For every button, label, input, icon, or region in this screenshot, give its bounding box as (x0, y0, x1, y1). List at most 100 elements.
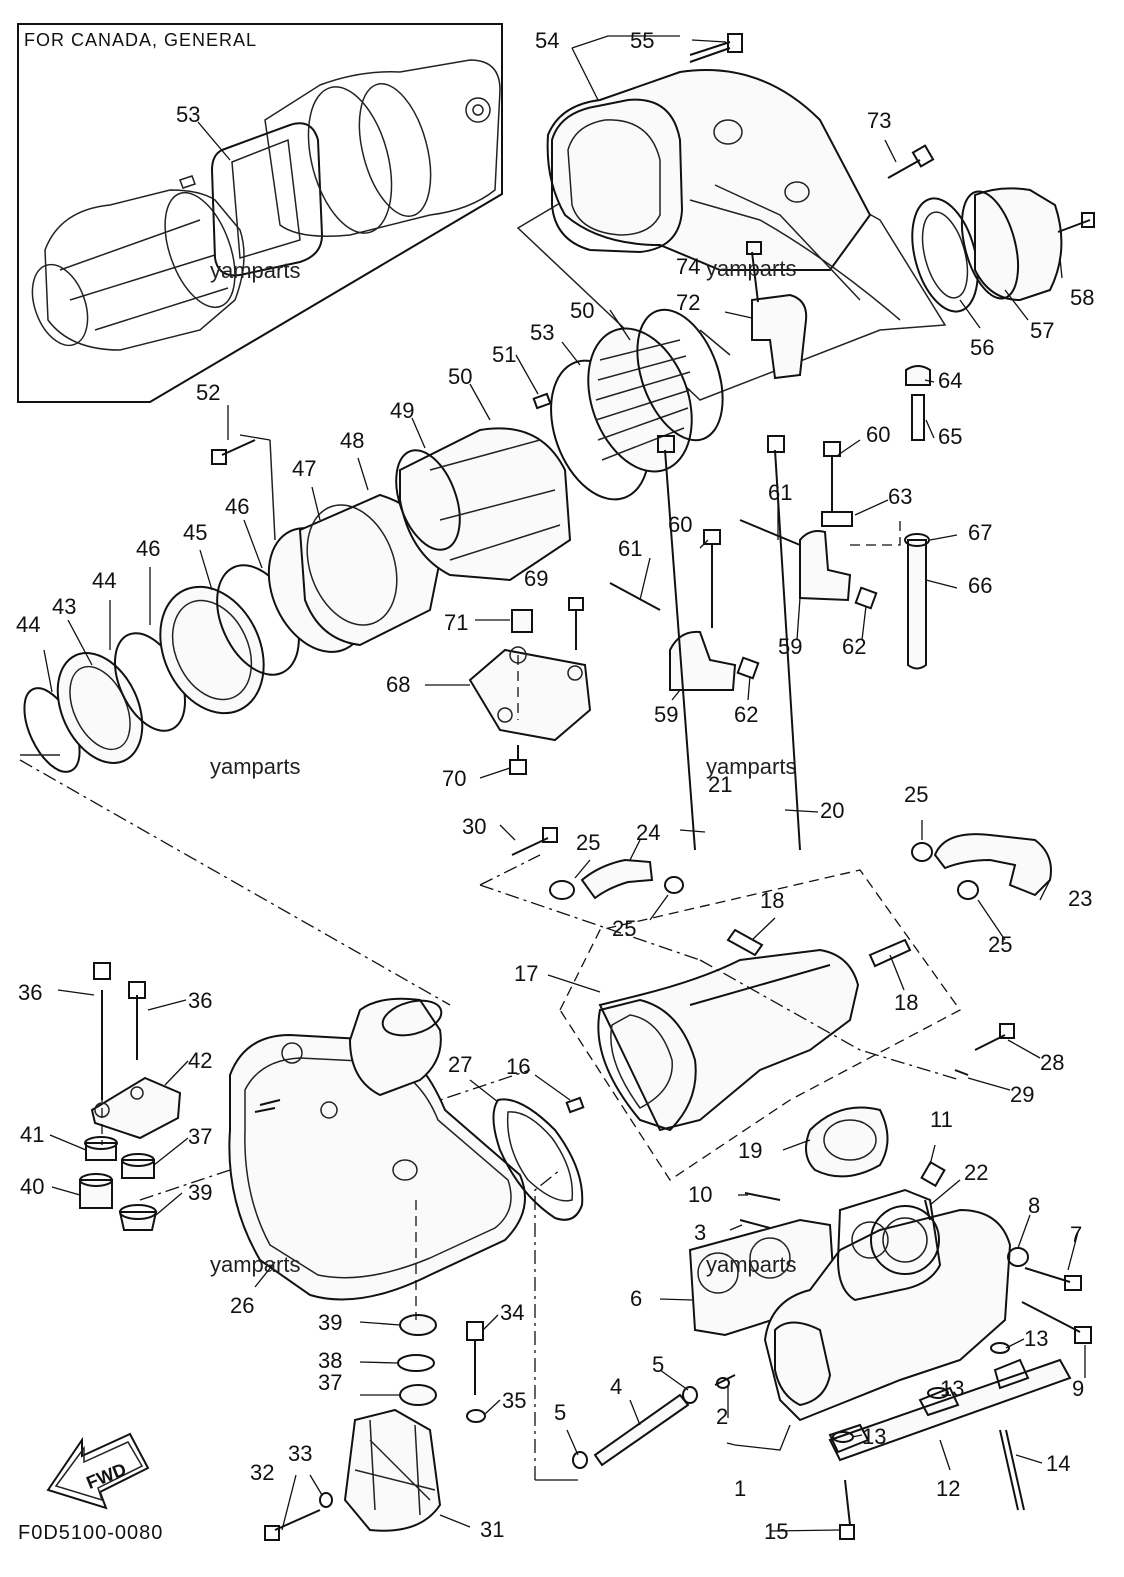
part-number-label: 58 (1070, 285, 1094, 310)
part-number-label: 33 (288, 1441, 312, 1466)
part-number-label: 28 (1040, 1050, 1064, 1075)
part-number-label: 74 (676, 254, 700, 279)
part-number-label: 45 (183, 520, 207, 545)
part-number-label: 16 (506, 1054, 530, 1079)
part-number-label: 43 (52, 594, 76, 619)
part-number-label: 39 (318, 1310, 342, 1335)
part-number-label: 42 (188, 1048, 212, 1073)
part-number-label: 69 (524, 566, 548, 591)
part-number-label: 17 (514, 961, 538, 986)
part-number-label: 72 (676, 290, 700, 315)
part-number-label: 70 (442, 766, 466, 791)
part-number-label: 32 (250, 1460, 274, 1485)
part-number-label: 29 (1010, 1082, 1034, 1107)
part-number-label: 9 (1072, 1376, 1084, 1401)
part-number-label: 61 (768, 480, 792, 505)
part-number-label: 2 (716, 1404, 728, 1429)
part-number-label: 46 (136, 536, 160, 561)
part-number-label: 53 (176, 102, 200, 127)
part-number-label: 39 (188, 1180, 212, 1205)
part-number-label: 7 (1070, 1222, 1082, 1247)
part-number-label: 5 (652, 1352, 664, 1377)
part-number-label: 13 (1024, 1326, 1048, 1351)
part-number-label: 10 (688, 1182, 712, 1207)
part-number-label: 26 (230, 1293, 254, 1318)
part-number-label: 67 (968, 520, 992, 545)
part-number-label: 35 (502, 1388, 526, 1413)
part-number-label: 25 (612, 916, 636, 941)
part-number-label: 56 (970, 335, 994, 360)
part-number-label: 55 (630, 28, 654, 53)
part-number-label: 22 (964, 1160, 988, 1185)
part-number-label: 25 (904, 782, 928, 807)
part-number-label: 59 (778, 634, 802, 659)
part-number-label: 66 (968, 573, 992, 598)
part-number-label: 13 (862, 1424, 886, 1449)
part-number-label: 44 (16, 612, 40, 637)
watermark: yamparts (210, 1252, 301, 1277)
cylinder-exhaust-assembly (535, 1144, 1092, 1540)
part-number-label: 64 (938, 368, 962, 393)
part-number-label: 41 (20, 1122, 44, 1147)
part-number-label: 6 (630, 1286, 642, 1311)
part-number-label: 8 (1028, 1193, 1040, 1218)
part-number-label: 54 (535, 28, 559, 53)
water-lock-assembly (19, 759, 584, 1301)
part-number-label: 14 (1046, 1451, 1070, 1476)
watermark: yamparts (210, 754, 301, 779)
part-number-label: 30 (462, 814, 486, 839)
part-number-label: 49 (390, 398, 414, 423)
part-number-label: 51 (492, 342, 516, 367)
part-number-label: 57 (1030, 318, 1054, 343)
part-number-label: 5 (554, 1400, 566, 1425)
part-number-label: 25 (576, 830, 600, 855)
part-number-label: 52 (196, 380, 220, 405)
middle-exhaust-chain (20, 308, 731, 773)
part-number-label: 36 (18, 980, 42, 1005)
part-number-label: 53 (530, 320, 554, 345)
inset-title: FOR CANADA, GENERAL (24, 30, 258, 50)
watermark: yamparts (706, 256, 797, 281)
part-number-label: 31 (480, 1517, 504, 1542)
watermark: yamparts (706, 754, 797, 779)
part-number-label: 46 (225, 494, 249, 519)
part-number-label: 48 (340, 428, 364, 453)
part-number-label: 11 (930, 1107, 953, 1132)
part-number-label: 12 (936, 1476, 960, 1501)
part-number-label: 13 (940, 1376, 964, 1401)
part-number-label: 37 (318, 1370, 342, 1395)
part-number-label: 18 (760, 888, 784, 913)
part-number-label: 20 (820, 798, 844, 823)
part-number-label: 23 (1068, 886, 1092, 911)
part-number-label: 15 (764, 1519, 788, 1544)
part-number-label: 25 (988, 932, 1012, 957)
part-number-label: 18 (894, 990, 918, 1015)
part-number-label: 50 (570, 298, 594, 323)
part-number-label: 3 (694, 1220, 706, 1245)
part-number-label: 38 (318, 1348, 342, 1373)
part-number-label: 37 (188, 1124, 212, 1149)
inset-box (17, 23, 503, 403)
part-number-label: 40 (20, 1174, 44, 1199)
part-number-label: 62 (734, 702, 758, 727)
watermark: yamparts (706, 1252, 797, 1277)
part-number-label: 19 (738, 1138, 762, 1163)
fwd-arrow-icon (46, 1432, 150, 1510)
part-number-label: 27 (448, 1052, 472, 1077)
part-number-label: 44 (92, 568, 116, 593)
part-number-label: 34 (500, 1300, 524, 1325)
lower-exhaust-pipe (479, 435, 1052, 1181)
part-number-label: 60 (866, 422, 890, 447)
part-number-label: 47 (292, 456, 316, 481)
part-number-label: 68 (386, 672, 410, 697)
part-number-label: 65 (938, 424, 962, 449)
mount-brackets (425, 365, 958, 779)
part-number-label: 21 (708, 772, 732, 797)
part-number-label: 4 (610, 1374, 622, 1399)
part-number-label: 61 (618, 536, 642, 561)
upper-right-assembly (516, 33, 1095, 401)
watermark: yamparts (210, 258, 301, 283)
part-number-label: 60 (668, 512, 692, 537)
